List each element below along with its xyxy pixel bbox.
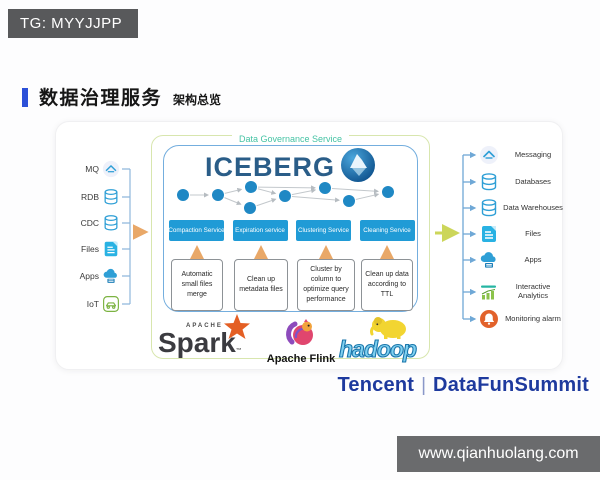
hadoop-wordmark: hadoop: [338, 336, 417, 362]
files-icon: [102, 240, 120, 258]
output-label: Files: [525, 228, 541, 238]
spark-apache-text: APACHE: [186, 323, 223, 329]
brand-separator: |: [421, 374, 427, 396]
messaging-icon: [479, 145, 499, 165]
page-title: 数据治理服务 架构总览: [22, 88, 221, 108]
flink-logo: Apache Flink: [261, 318, 341, 365]
apps-cloud-icon: [102, 267, 120, 285]
service-box-clustering: Clustering Service: [296, 220, 351, 241]
output-label: Databases: [515, 176, 551, 186]
source-label: MQ: [85, 164, 99, 174]
output-row-databases: Databases: [479, 171, 563, 193]
flink-squirrel-icon: [284, 319, 318, 352]
title-subtitle: 架构总览: [173, 93, 222, 107]
output-row-warehouses: Data Warehouses: [479, 197, 563, 219]
output-label: Apps: [524, 254, 542, 264]
alarm-icon: [479, 309, 499, 329]
service-box-compaction: Compaction Service: [169, 220, 224, 241]
source-row-files: Files: [60, 240, 120, 258]
source-label: Apps: [79, 271, 99, 281]
output-row-files: Files: [479, 223, 563, 245]
service-desc-cleaning: Clean up data according to TTL: [361, 259, 413, 311]
source-label: IoT: [86, 299, 99, 309]
hadoop-elephant-icon: [369, 314, 411, 345]
datafunsummit-brand: DataFunSummit: [433, 374, 589, 396]
right-bracket: [462, 151, 477, 323]
source-row-cdc: CDC: [60, 214, 120, 232]
source-row-rdb: RDB: [60, 188, 120, 206]
iceberg-globe-icon: [340, 147, 376, 188]
database-icon: [102, 188, 120, 206]
source-row-iot: IoT: [60, 295, 120, 313]
spark-logo: APACHE Spark™: [156, 314, 258, 362]
output-label: Messaging: [514, 149, 552, 159]
service-box-cleaning: Cleaning Service: [359, 220, 415, 241]
title-text: 数据治理服务: [39, 88, 163, 109]
left-bracket: [122, 168, 131, 305]
source-label: CDC: [80, 218, 99, 228]
message-queue-icon: [102, 160, 120, 178]
output-row-analytics: Interactive Analytics: [479, 281, 563, 303]
output-label: Data Warehouses: [503, 202, 563, 212]
output-row-apps: Apps: [479, 249, 563, 271]
output-label: Monitoring alarm: [505, 313, 561, 323]
governance-service-label: Data Governance Service: [151, 129, 430, 147]
flink-wordmark: Apache Flink: [266, 353, 336, 365]
service-desc-expiration: Clean up metadata files: [234, 259, 288, 311]
output-row-messaging: Messaging: [479, 144, 563, 166]
diagram-card: MQ RDB CDC Files Apps: [55, 121, 563, 370]
iceberg-wordmark: ICEBERG: [204, 151, 336, 182]
service-desc-compaction: Automatic small files merge: [171, 259, 223, 311]
spark-star-icon: [222, 313, 252, 348]
apps-cloud-icon: [479, 250, 499, 270]
source-row-mq: MQ: [60, 160, 120, 178]
output-row-monitoring: Monitoring alarm: [479, 308, 563, 330]
database-icon: [102, 214, 120, 232]
source-label: RDB: [81, 192, 99, 202]
output-label: Interactive Analytics: [515, 282, 551, 300]
database-icon: [479, 198, 499, 218]
source-label: Files: [81, 244, 99, 254]
analytics-icon: [479, 282, 499, 302]
source-row-apps: Apps: [60, 267, 120, 285]
watermark-badge: TG: MYYJJPP: [8, 9, 138, 38]
tencent-brand: Tencent: [337, 374, 415, 396]
hadoop-logo: hadoop: [338, 314, 443, 362]
spark-wordmark: Spark™: [158, 327, 242, 358]
watermark-url-bar: www.qianhuolang.com: [397, 436, 600, 472]
database-icon: [479, 172, 499, 192]
files-icon: [479, 224, 499, 244]
title-accent-bar: [22, 88, 28, 107]
service-box-expiration: Expiration service: [232, 220, 288, 241]
iot-icon: [102, 295, 120, 313]
footer-brand: Tencent | DataFunSummit: [338, 374, 590, 397]
iceberg-logo: ICEBERG: [163, 147, 418, 188]
service-desc-clustering: Cluster by column to optimize query perf…: [297, 259, 355, 311]
iceberg-box: [163, 145, 418, 312]
